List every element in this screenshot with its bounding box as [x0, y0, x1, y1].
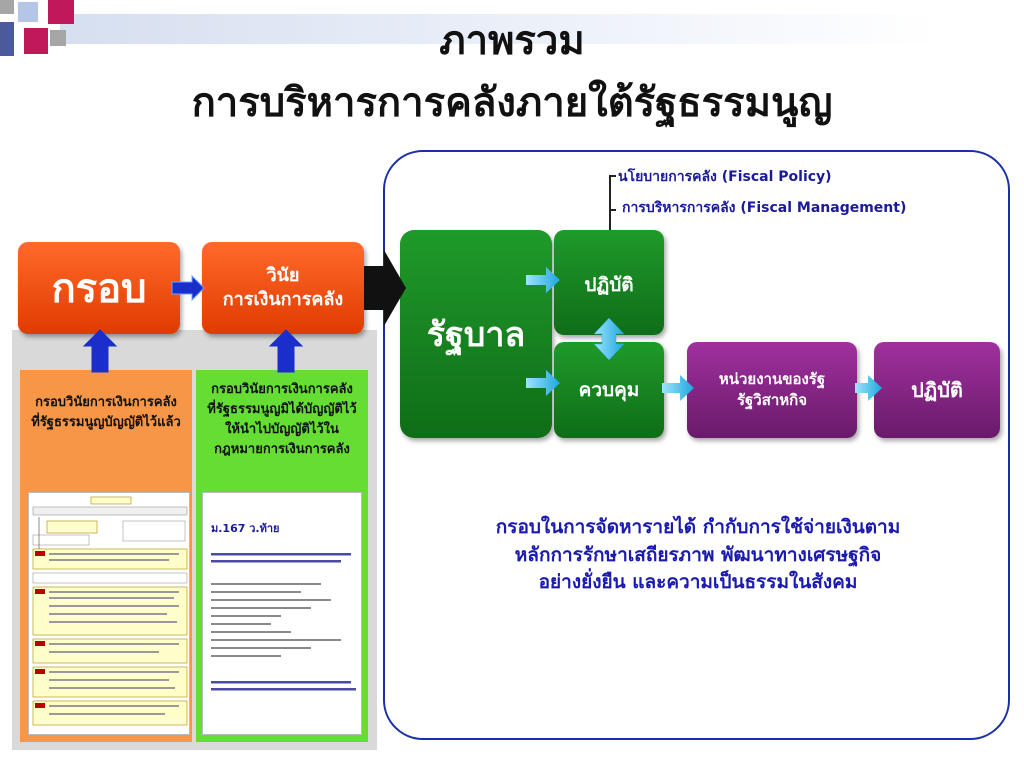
deco-square — [0, 22, 14, 56]
control-box: ควบคุม — [554, 342, 664, 438]
deco-square — [50, 30, 66, 46]
practice-right-box: ปฏิบัติ — [874, 342, 1000, 438]
deco-square — [48, 0, 74, 24]
practice-top-box: ปฏิบัติ — [554, 230, 664, 335]
page-title-line2: การบริหารการคลังภายใต้รัฐธรรมนูญ — [191, 80, 833, 126]
constitution-document-thumbnail — [28, 492, 190, 735]
header-band — [60, 14, 940, 44]
deco-square — [18, 2, 38, 22]
fiscal-policy-label: นโยบายการคลัง (Fiscal Policy) — [618, 169, 832, 185]
deco-square — [24, 28, 48, 54]
fiscal-management-label: การบริหารการคลัง (Fiscal Management) — [622, 200, 907, 216]
fiscal-law-text: กรอบวินัยการเงินการคลัง ที่รัฐธรรมนูญมิไ… — [207, 382, 357, 458]
deco-square — [0, 0, 14, 14]
government-box: รัฐบาล — [400, 230, 552, 438]
fiscal-discipline-box: วินัย การเงินการคลัง — [202, 242, 364, 334]
state-agency-box: หน่วยงานของรัฐ รัฐวิสาหกิจ — [687, 342, 857, 438]
constitution-text: กรอบวินัยการเงินการคลัง ที่รัฐธรรมนูญบัญ… — [31, 395, 181, 431]
framework-box: กรอบ — [18, 242, 180, 334]
document-illustration — [211, 553, 356, 691]
government-frame — [383, 150, 1010, 740]
document-heading: ม.167 ว.ท้าย — [211, 522, 280, 535]
page-title-line1: ภาพรวม — [439, 18, 585, 64]
document-illustration — [32, 496, 188, 726]
fiscal-law-document-thumbnail: ม.167 ว.ท้าย — [202, 492, 362, 735]
framework-description: กรอบในการจัดหารายได้ กำกับการใช้จ่ายเงิน… — [495, 516, 901, 594]
